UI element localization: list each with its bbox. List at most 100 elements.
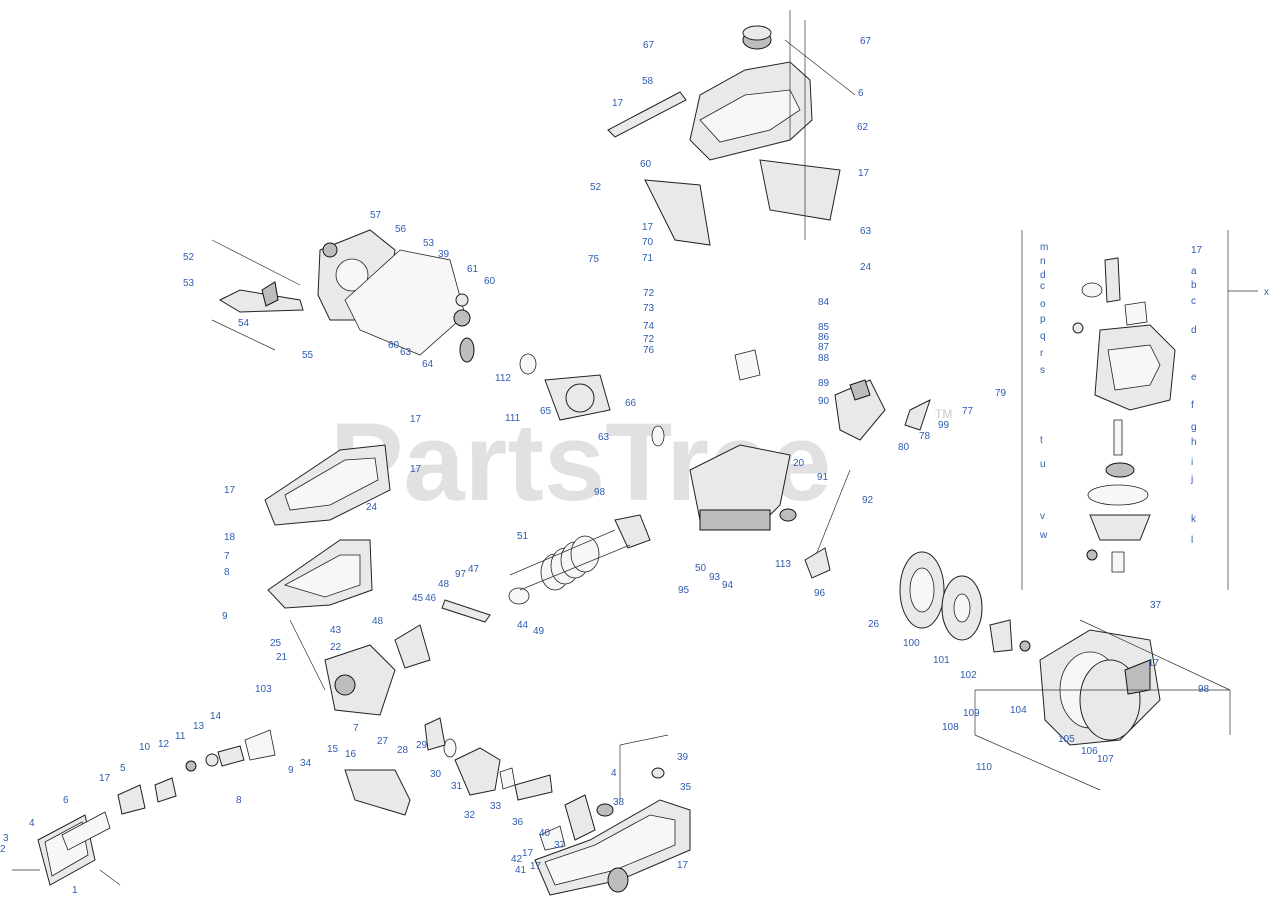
callout-label: r — [1040, 348, 1044, 359]
callout-label: 58 — [642, 76, 654, 87]
callout-label: 24 — [860, 262, 872, 273]
callout-label: 96 — [814, 588, 826, 599]
callout-label: 24 — [366, 502, 378, 513]
callout-label: l — [1191, 535, 1193, 546]
callout-label: v — [1040, 511, 1045, 522]
callout-label: 95 — [678, 585, 690, 596]
callout-label: 90 — [818, 396, 830, 407]
callout-label: j — [1190, 474, 1193, 485]
callout-label: 37 — [554, 840, 566, 851]
callout-label: 30 — [430, 769, 442, 780]
callout-label: 43 — [330, 625, 342, 636]
callout-label: 10 — [139, 742, 151, 753]
callout-label: 87 — [818, 342, 830, 353]
engine-block-group — [519, 349, 931, 579]
callout-label: c — [1040, 281, 1045, 292]
callout-label: 12 — [158, 739, 170, 750]
callout-label: 77 — [962, 406, 974, 417]
callout-label: 93 — [709, 572, 721, 583]
callout-label: 60 — [388, 340, 400, 351]
callout-label: 44 — [517, 620, 529, 631]
callout-label: 17 — [642, 222, 654, 233]
callout-label: 94 — [722, 580, 734, 591]
callout-label: 39 — [438, 249, 450, 260]
callout-label: 17 — [612, 98, 624, 109]
callout-label: 20 — [793, 458, 805, 469]
callout-label: t — [1040, 435, 1043, 446]
callout-label: 46 — [425, 593, 437, 604]
callout-label: 61 — [467, 264, 479, 275]
callout-label: 17 — [1191, 245, 1203, 256]
callout-label: 3 — [3, 833, 9, 844]
callout-label: 16 — [345, 749, 357, 760]
callout-label: 17 — [410, 464, 422, 475]
cylinder-head-group — [264, 444, 530, 716]
callout-label: 9 — [288, 765, 294, 776]
callout-label: 65 — [540, 406, 552, 417]
callout-label: 47 — [468, 564, 480, 575]
callout-label: 29 — [416, 740, 428, 751]
callout-label: 86 — [818, 332, 830, 343]
callout-label: 33 — [490, 801, 502, 812]
callout-label: 26 — [868, 619, 880, 630]
callout-label: 40 — [539, 828, 551, 839]
callout-label: 1 — [72, 885, 78, 896]
callout-label: 72 — [643, 334, 655, 345]
callout-label: 15 — [327, 744, 339, 755]
callout-label: 70 — [642, 237, 654, 248]
callout-label: 63 — [598, 432, 610, 443]
callout-label: 34 — [300, 758, 312, 769]
callout-label: 53 — [183, 278, 195, 289]
callout-label: 92 — [862, 495, 874, 506]
callout-label: 66 — [625, 398, 637, 409]
callout-label: 2 — [0, 844, 6, 855]
callout-label: 13 — [193, 721, 205, 732]
callout-label: 62 — [857, 122, 869, 133]
callout-label: 49 — [533, 626, 545, 637]
callout-label: 56 — [395, 224, 407, 235]
callout-label: 80 — [898, 442, 910, 453]
watermark-trademark: TM — [935, 407, 952, 421]
callout-label: 113 — [775, 559, 791, 570]
callout-label: 38 — [613, 797, 625, 808]
callout-label: 85 — [818, 322, 830, 333]
callout-label: 17 — [530, 861, 542, 872]
callout-label: 5 — [120, 763, 126, 774]
callout-label: 17 — [410, 414, 422, 425]
callout-label: 21 — [276, 652, 288, 663]
carburetor-group — [244, 717, 566, 851]
callout-label: 17 — [858, 168, 870, 179]
callout-label: 6 — [63, 795, 69, 806]
callout-label: 55 — [302, 350, 314, 361]
callout-label: b — [1191, 280, 1197, 291]
callout-label: 75 — [588, 254, 600, 265]
callout-label: 53 — [423, 238, 435, 249]
callout-label: 67 — [643, 40, 655, 51]
callout-label: 17 — [522, 848, 534, 859]
callout-label: 100 — [903, 638, 920, 649]
callout-label: 51 — [517, 531, 529, 542]
callout-label: 45 — [412, 593, 424, 604]
callout-label: 97 — [455, 569, 467, 580]
callout-label: 98 — [594, 487, 606, 498]
callout-label: 36 — [512, 817, 524, 828]
callout-label: 88 — [818, 353, 830, 364]
callout-label: 91 — [817, 472, 829, 483]
callout-label: 79 — [995, 388, 1007, 399]
callout-label: h — [1191, 437, 1197, 448]
callout-label: 39 — [677, 752, 689, 763]
callout-label: 7 — [224, 551, 230, 562]
callout-label: 37 — [1150, 600, 1162, 611]
callout-label: 102 — [960, 670, 977, 681]
callout-label: 22 — [330, 642, 342, 653]
callout-label: 101 — [933, 655, 950, 666]
callout-label: 28 — [397, 745, 409, 756]
callout-label: 35 — [680, 782, 692, 793]
callout-label: d — [1040, 270, 1046, 281]
callout-label: x — [1264, 287, 1269, 298]
callout-label: 52 — [183, 252, 195, 263]
callout-label: 18 — [224, 532, 236, 543]
